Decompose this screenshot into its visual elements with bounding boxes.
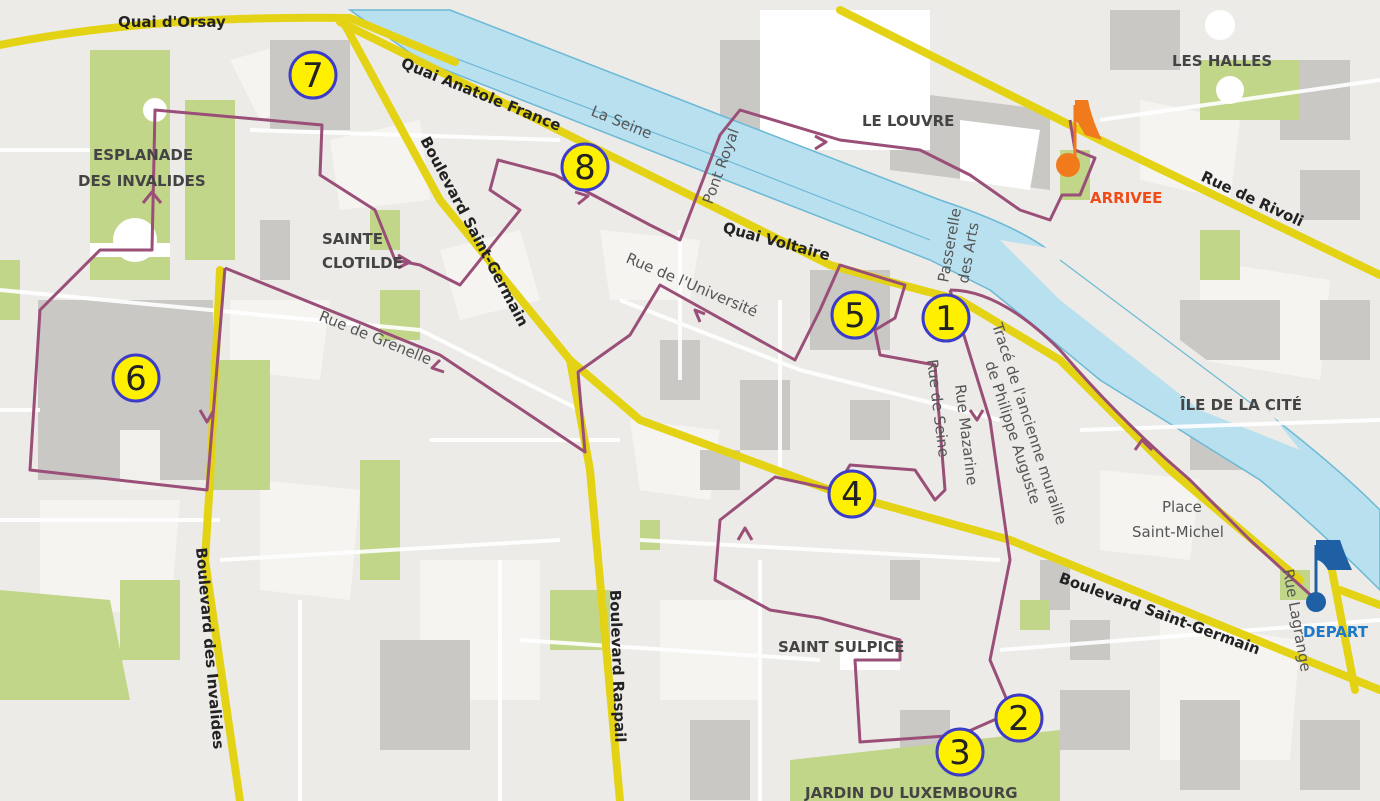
label-saint-sulpice: SAINT SULPICE — [778, 638, 904, 656]
stop-marker-3[interactable]: 3 — [935, 727, 985, 777]
stop-marker-5-number: 5 — [844, 296, 866, 336]
label-esplanade: ESPLANADE — [93, 146, 193, 164]
stop-marker-2-number: 2 — [1008, 699, 1030, 739]
label-quai-orsay: Quai d'Orsay — [118, 13, 226, 31]
label-clotilde: CLOTILDE — [322, 254, 403, 272]
road-north-edge — [1336, 586, 1380, 609]
departure-flag-icon — [1306, 540, 1352, 612]
label-depart: DEPART — [1303, 623, 1369, 641]
minor-streets — [0, 78, 1380, 801]
label-ile-de-la-cite: ÎLE DE LA CITÉ — [1180, 395, 1302, 414]
label-des-invalides: DES INVALIDES — [78, 172, 206, 190]
label-les-halles: LES HALLES — [1172, 52, 1272, 70]
label-jardin-luxembourg: JARDIN DU LUXEMBOURG — [804, 784, 1018, 801]
label-saint-michel: Saint-Michel — [1132, 523, 1224, 541]
stop-marker-8-number: 8 — [574, 148, 596, 188]
road-quai-orsay — [0, 13, 459, 66]
stop-marker-7[interactable]: 7 — [288, 50, 338, 100]
stop-marker-2[interactable]: 2 — [994, 693, 1044, 743]
route-start-to-1 — [949, 288, 1318, 602]
label-bd-raspail: Boulevard Raspail — [606, 590, 629, 743]
stop-marker-5[interactable]: 5 — [830, 290, 880, 340]
route-1-to-2 — [948, 289, 1014, 713]
open-spaces — [90, 10, 1244, 670]
road-bd-raspail — [566, 356, 624, 801]
road-bd-saint-germain — [341, 21, 1380, 694]
route-4-to-5 — [224, 263, 947, 502]
stop-marker-1[interactable]: 1 — [921, 293, 971, 343]
label-arrivee: ARRIVEE — [1090, 189, 1162, 207]
stop-marker-4[interactable]: 4 — [827, 469, 877, 519]
stop-marker-3-number: 3 — [949, 733, 971, 773]
label-le-louvre: LE LOUVRE — [862, 112, 954, 130]
parks — [0, 50, 1310, 801]
label-place: Place — [1162, 498, 1202, 516]
stop-marker-4-number: 4 — [841, 475, 863, 515]
road-rue-rivoli — [836, 6, 1380, 279]
stop-marker-8[interactable]: 8 — [560, 142, 610, 192]
route-grenelle-to-6 — [28, 108, 1097, 492]
label-sainte: SAINTE — [322, 230, 383, 248]
quai-lines — [379, 29, 1261, 411]
route-2-to-4 — [713, 475, 1013, 744]
walking-route — [28, 108, 1318, 744]
stop-marker-6-number: 6 — [125, 359, 147, 399]
stop-markers: 1 2 3 4 5 6 7 8 — [111, 50, 1044, 777]
stop-marker-1-number: 1 — [935, 299, 957, 339]
stop-marker-7-number: 7 — [302, 56, 324, 96]
ile-de-la-cite-bank — [1000, 240, 1300, 450]
stop-marker-6[interactable]: 6 — [111, 353, 161, 403]
arrival-flag-icon — [1056, 100, 1102, 177]
road-rue-lagrange — [1326, 556, 1359, 694]
